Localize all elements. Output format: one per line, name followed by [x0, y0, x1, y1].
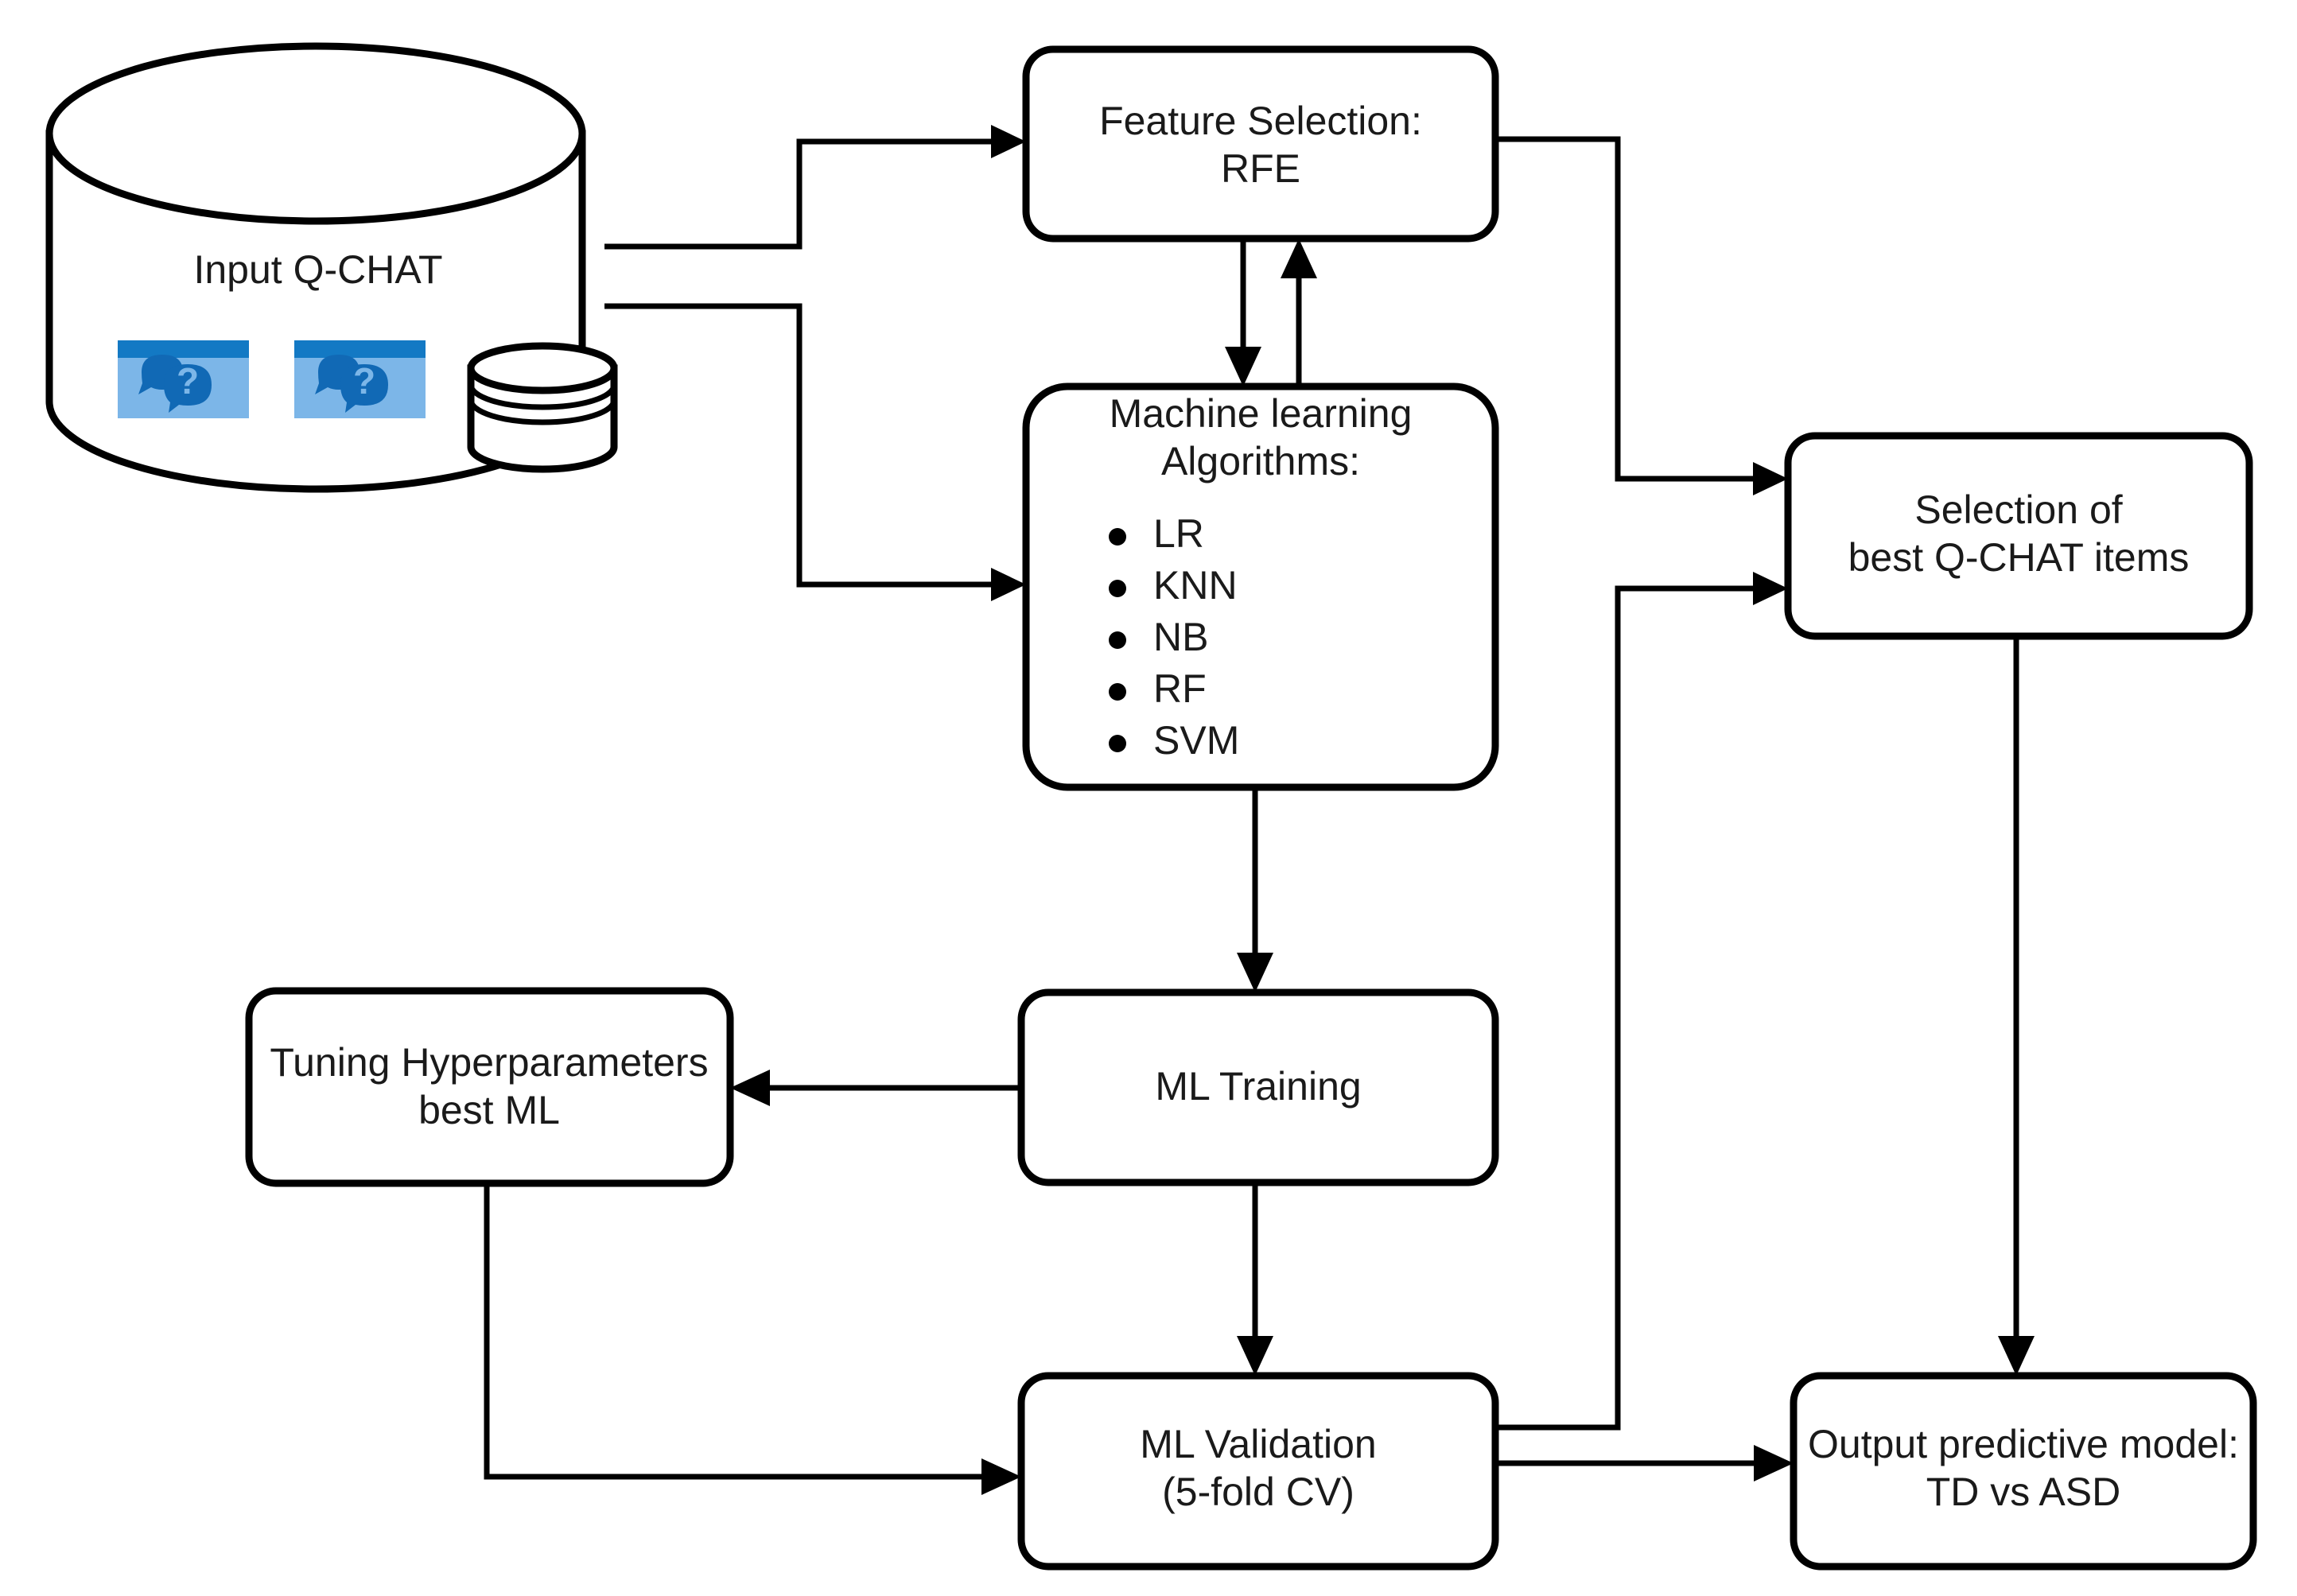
- edge-datastore-to-ml-algorithms: [604, 303, 1026, 601]
- feature-selection-line2: RFE: [1221, 146, 1300, 191]
- edge-selection-best-items-to-output-model: [1998, 636, 2035, 1376]
- edge-ml-validation-to-selection-best-items: [1495, 572, 1788, 1431]
- list-item: SVM: [1109, 718, 1239, 763]
- node-ml-training[interactable]: ML Training: [1017, 988, 1499, 1186]
- ml-algorithm-item-label: SVM: [1153, 718, 1239, 763]
- edge-ml-algorithms-to-ml-training: [1237, 787, 1273, 992]
- edge-feature-selection-to-ml-algorithms: [1225, 239, 1261, 386]
- ml-algorithms-line1: Machine learning: [1110, 391, 1413, 436]
- ml-validation-line2: (5-fold CV): [1162, 1470, 1354, 1514]
- output-model-line1: Output predictive model:: [1808, 1422, 2239, 1466]
- ml-algorithm-item-label: LR: [1153, 511, 1204, 556]
- edge-ml-algorithms-to-feature-selection: [1281, 239, 1317, 386]
- ml-algorithms-list: LR KNN NB RF SVM: [1109, 511, 1239, 763]
- selection-best-items-line2: best Q-CHAT items: [1848, 535, 2190, 580]
- edge-tuning-to-ml-validation: [484, 1183, 1021, 1495]
- list-item: LR: [1109, 511, 1204, 556]
- qchat-icon-1-glyph: ?: [177, 360, 199, 402]
- edge-ml-training-to-tuning: [730, 1070, 1021, 1106]
- ml-algorithm-item-label: KNN: [1153, 563, 1238, 608]
- edge-ml-training-to-ml-validation: [1237, 1182, 1273, 1376]
- output-model-line2: TD vs ASD: [1926, 1470, 2120, 1514]
- edge-feature-selection-to-selection-best-items: [1495, 136, 1788, 495]
- list-item: KNN: [1109, 563, 1238, 608]
- list-item: RF: [1109, 666, 1207, 711]
- ml-algorithm-item-label: NB: [1153, 615, 1208, 659]
- qchat-questionnaire-icon-1: ?: [118, 340, 249, 418]
- tuning-line1: Tuning Hyperparameters: [270, 1040, 708, 1085]
- selection-best-items-line1: Selection of: [1914, 487, 2122, 532]
- list-item: NB: [1109, 615, 1208, 659]
- feature-selection-line1: Feature Selection:: [1099, 99, 1422, 143]
- node-ml-algorithms[interactable]: Machine learning Algorithms: LR KNN NB: [1022, 382, 1499, 791]
- node-ml-validation[interactable]: ML Validation (5-fold CV): [1017, 1372, 1499, 1571]
- ml-algorithm-item-label: RF: [1153, 666, 1207, 711]
- node-selection-best-items[interactable]: Selection of best Q-CHAT items: [1784, 432, 2253, 640]
- ml-algorithms-line2: Algorithms:: [1161, 439, 1360, 483]
- node-datastore[interactable]: Input Q-CHAT ? ?: [45, 42, 618, 493]
- ml-validation-line1: ML Validation: [1140, 1422, 1376, 1466]
- node-tuning-hyperparameters[interactable]: Tuning Hyperparameters best ML: [245, 987, 734, 1187]
- node-output-model[interactable]: Output predictive model: TD vs ASD: [1790, 1372, 2257, 1571]
- small-database-disk-icon: [467, 342, 618, 473]
- edge-ml-validation-to-output-model: [1495, 1445, 1794, 1481]
- ml-training-label: ML Training: [1155, 1064, 1361, 1109]
- node-feature-selection[interactable]: Feature Selection: RFE: [1022, 45, 1499, 243]
- edge-datastore-to-feature-selection: [604, 125, 1026, 250]
- connector-layer: [484, 125, 2035, 1495]
- qchat-icon-2-glyph: ?: [353, 360, 375, 402]
- qchat-questionnaire-icon-2: ?: [294, 340, 426, 418]
- datastore-label: Input Q-CHAT: [193, 247, 442, 292]
- tuning-line2: best ML: [418, 1088, 560, 1132]
